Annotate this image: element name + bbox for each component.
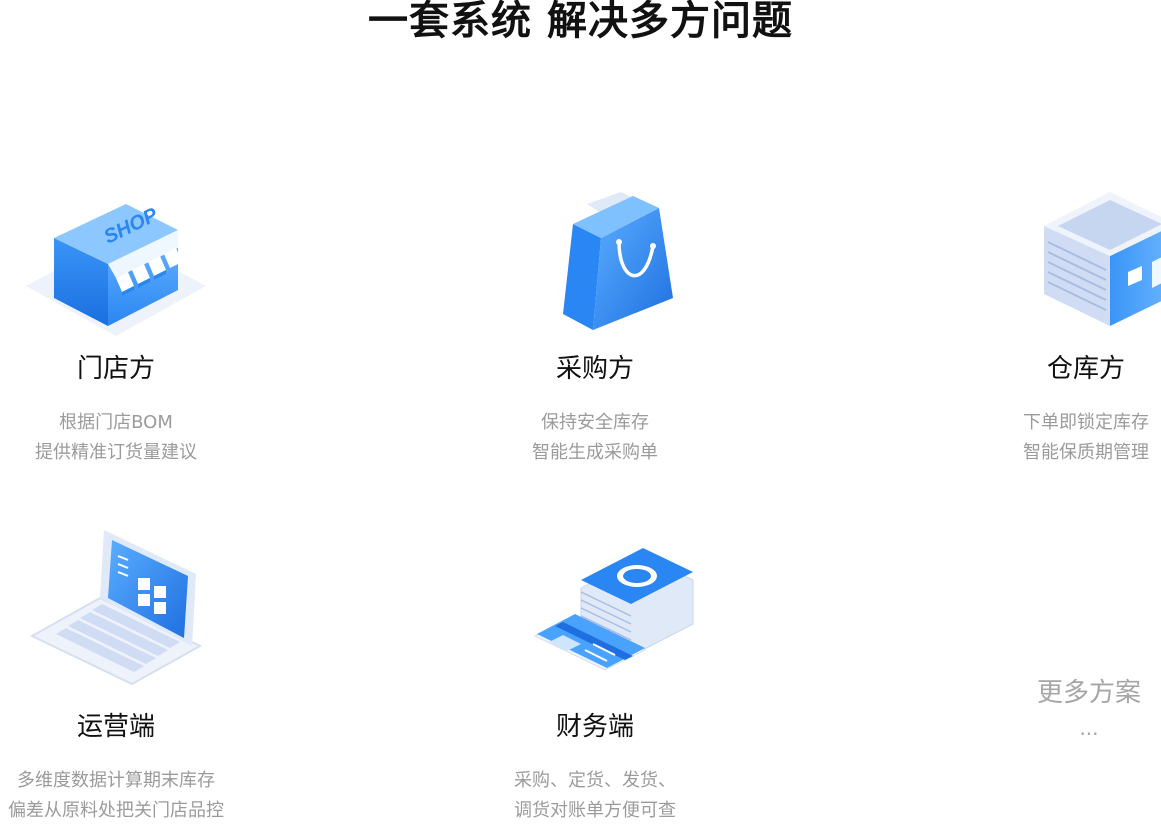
party-desc-line: 保持安全库存 [541, 412, 649, 433]
shopping-bag-icon [475, 186, 715, 346]
party-desc: 保持安全库存 智能生成采购单 [455, 408, 735, 468]
more-solutions-ellipsis: ... [1079, 716, 1099, 740]
warehouse-icon [966, 186, 1161, 346]
party-desc: 下单即锁定库存 智能保质期管理 [946, 408, 1161, 468]
money-card-icon [475, 544, 715, 704]
party-desc-line: 下单即锁定库存 [1023, 412, 1149, 433]
more-solutions-label[interactable]: 更多方案 [1036, 678, 1141, 708]
party-desc: 多维度数据计算期末库存 偏差从原料处把关门店品控 [0, 766, 256, 826]
shop-icon: SHOP [0, 186, 236, 346]
party-name: 运营端 [76, 712, 155, 742]
party-desc: 根据门店BOM 提供精准订货量建议 [0, 408, 256, 468]
party-desc: 采购、定货、发货、 调货对账单方便可查 [455, 766, 735, 826]
party-name: 仓库方 [1046, 354, 1125, 384]
party-desc-line: 采购、定货、发货、 [514, 770, 676, 791]
party-name: 财务端 [555, 712, 634, 742]
party-desc-line: 智能保质期管理 [1023, 442, 1149, 463]
party-desc-line: 偏差从原料处把关门店品控 [8, 800, 224, 821]
party-name: 采购方 [555, 354, 634, 384]
laptop-icon [0, 526, 236, 686]
party-name: 门店方 [76, 354, 155, 384]
party-desc-line: 智能生成采购单 [532, 442, 658, 463]
party-desc-line: 多维度数据计算期末库存 [17, 770, 215, 791]
party-desc-line: 调货对账单方便可查 [514, 800, 676, 821]
page-title: 一套系统 解决多方问题 [368, 0, 793, 44]
party-desc-line: 提供精准订货量建议 [35, 442, 197, 463]
party-desc-line: 根据门店BOM [59, 412, 173, 433]
